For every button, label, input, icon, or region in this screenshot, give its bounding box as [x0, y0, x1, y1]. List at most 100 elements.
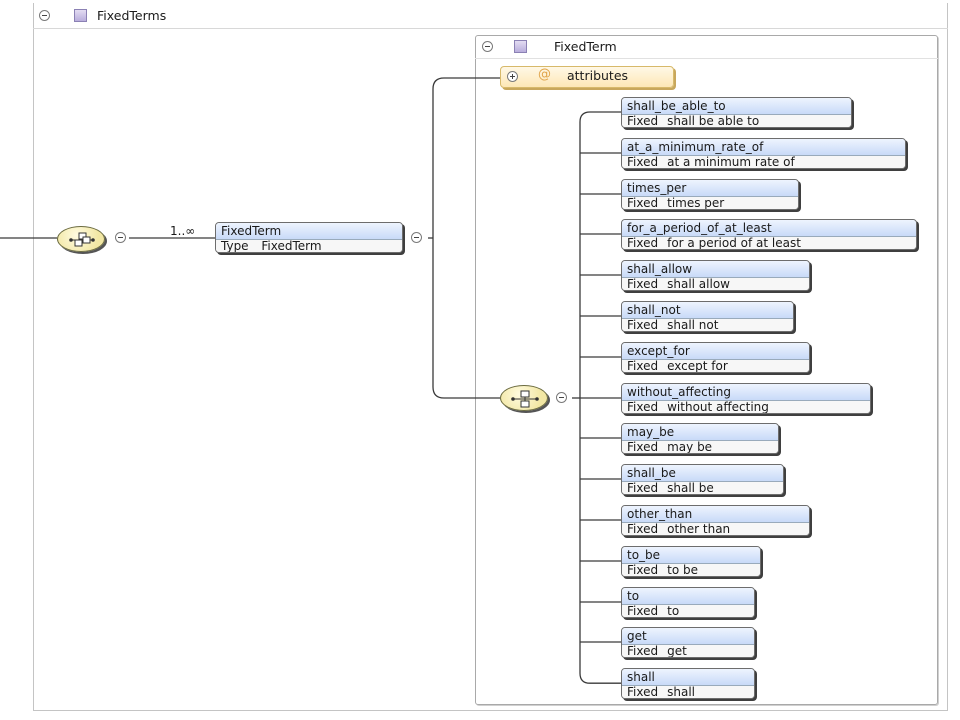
child-element-name: times_per	[622, 180, 798, 197]
child-fixed-row: Fixed shall be	[622, 481, 783, 495]
fixed-value: times per	[667, 196, 725, 210]
element-type-row: Type FixedTerm	[216, 239, 402, 253]
collapse-element-icon[interactable]	[411, 232, 422, 243]
fixed-value: get	[667, 644, 687, 658]
fixed-key: Fixed	[627, 400, 659, 414]
child-element-name: to	[622, 588, 754, 605]
fixed-key: Fixed	[627, 685, 659, 699]
fixed-key: Fixed	[627, 604, 659, 618]
child-element-name: except_for	[622, 343, 809, 360]
child-element-name: for_a_period_of_at_least	[622, 220, 916, 237]
attributes-label: attributes	[567, 68, 629, 83]
collapse-fixedterms-icon[interactable]	[39, 10, 50, 21]
child-element-name: other_than	[622, 506, 809, 523]
fixedterms-frame	[33, 3, 948, 711]
child-fixed-row: Fixed other than	[622, 522, 809, 536]
fixed-value: at a minimum rate of	[667, 155, 795, 169]
fixed-value: shall not	[667, 318, 719, 332]
child-element-name: shall	[622, 669, 754, 686]
expand-attributes-icon[interactable]	[507, 71, 518, 82]
sequence-compositor-icon[interactable]	[57, 226, 105, 252]
fixedterm-element[interactable]: FixedTerm Type FixedTerm	[215, 222, 403, 253]
fixed-key: Fixed	[627, 440, 659, 454]
fixed-value: for a period of at least	[667, 236, 801, 250]
element-name: FixedTerm	[216, 223, 402, 240]
fixed-key: Fixed	[627, 644, 659, 658]
child-element-name: shall_be	[622, 465, 783, 482]
fixed-value: without affecting	[667, 400, 769, 414]
fixed-value: to be	[667, 563, 698, 577]
fixed-key: Fixed	[627, 318, 659, 332]
child-fixed-row: Fixed for a period of at least	[622, 236, 916, 250]
child-fixed-row: Fixed times per	[622, 196, 798, 210]
fixed-key: Fixed	[627, 481, 659, 495]
fixed-value: may be	[667, 440, 713, 454]
fixed-key: Fixed	[627, 563, 659, 577]
fixed-value: shall be able to	[667, 114, 760, 128]
child-fixed-row: Fixed get	[622, 644, 754, 658]
child-fixed-row: Fixed shall	[622, 685, 754, 699]
attribute-at-icon: @	[538, 67, 551, 82]
type-key: Type	[221, 239, 249, 253]
fixedterms-frame-header	[33, 3, 948, 29]
child-element-name: shall_not	[622, 302, 793, 319]
child-element-name: may_be	[622, 424, 778, 441]
fixed-value: shall allow	[667, 277, 730, 291]
fixedterms-title: FixedTerms	[97, 8, 167, 23]
collapse-child-sequence-icon[interactable]	[556, 392, 567, 403]
complex-type-icon	[74, 9, 87, 22]
collapse-fixedterm-type-icon[interactable]	[482, 41, 493, 52]
fixed-key: Fixed	[627, 114, 659, 128]
child-fixed-row: Fixed to be	[622, 563, 760, 577]
complex-type-icon	[514, 40, 527, 53]
child-fixed-row: Fixed without affecting	[622, 400, 870, 414]
fixed-key: Fixed	[627, 522, 659, 536]
fixed-value: shall be	[667, 481, 714, 495]
child-element-name: without_affecting	[622, 384, 870, 401]
fixed-key: Fixed	[627, 196, 659, 210]
child-element-name: shall_be_able_to	[622, 98, 851, 115]
child-element-name: to_be	[622, 547, 760, 564]
child-element-name: get	[622, 628, 754, 645]
type-value: FixedTerm	[261, 239, 322, 253]
child-element-name: shall_allow	[622, 261, 809, 278]
fixedterm-type-frame	[475, 35, 938, 705]
fixed-key: Fixed	[627, 155, 659, 169]
collapse-sequence-icon[interactable]	[115, 232, 126, 243]
attributes-group[interactable]	[500, 66, 674, 88]
child-fixed-row: Fixed shall be able to	[622, 114, 851, 128]
fixedterm-type-title: FixedTerm	[554, 39, 617, 54]
fixed-value: shall	[667, 685, 695, 699]
child-fixed-row: Fixed except for	[622, 359, 809, 373]
fixed-value: except for	[667, 359, 728, 373]
fixed-value: other than	[667, 522, 731, 536]
child-element-name: at_a_minimum_rate_of	[622, 139, 905, 156]
occurrence-label: 1..∞	[170, 224, 196, 238]
fixed-key: Fixed	[627, 359, 659, 373]
fixedterm-type-header-divider	[475, 58, 938, 59]
child-fixed-row: Fixed at a minimum rate of	[622, 155, 905, 169]
fixed-key: Fixed	[627, 236, 659, 250]
child-fixed-row: Fixed shall not	[622, 318, 793, 332]
child-fixed-row: Fixed may be	[622, 440, 778, 454]
fixed-value: to	[667, 604, 680, 618]
child-sequence-compositor-icon[interactable]	[500, 385, 548, 411]
